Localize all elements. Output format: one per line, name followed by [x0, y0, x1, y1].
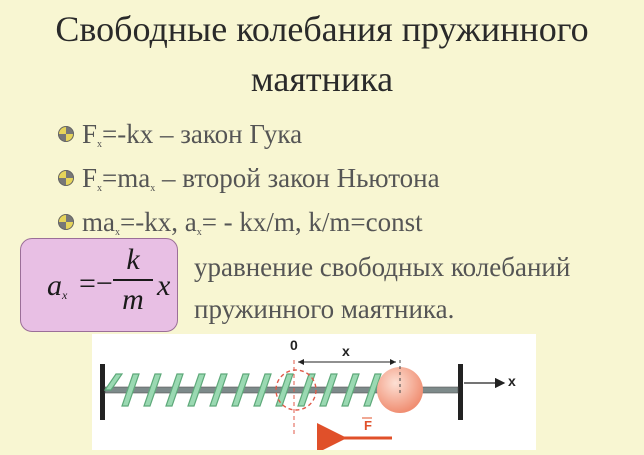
bullet-text: Fx=-kx – закон Гука — [82, 118, 303, 150]
bullet-text: Fx=max – второй закон Ньютона — [82, 162, 440, 194]
slide-title: Свободные колебания пружинного маятника — [0, 4, 644, 104]
zero-label: 0 — [290, 337, 298, 353]
equation-box: ax =− k m x — [20, 238, 178, 332]
spring — [103, 373, 382, 407]
formula-fraction: k m — [113, 243, 153, 317]
formula-numerator: k — [126, 243, 140, 276]
axis-label: x — [508, 373, 516, 389]
bullet-newton-law: Fx=max – второй закон Ньютона — [58, 156, 440, 200]
spring-pendulum-diagram: 0 x x F — [92, 334, 536, 453]
diagram-svg: 0 x x F — [100, 337, 516, 453]
right-wall — [458, 364, 463, 420]
formula-x: x — [157, 269, 171, 302]
bullet-icon — [58, 170, 74, 186]
formula-a: ax — [47, 269, 68, 302]
fraction-bar — [113, 279, 153, 281]
equation-description: уравнение свободных колебаний пружинного… — [194, 246, 570, 330]
bullet-derivation: max=-kx, ax= - kx/m, k/m=const — [58, 200, 440, 244]
bullet-text: max=-kx, ax= - kx/m, k/m=const — [82, 206, 423, 238]
bullet-icon — [58, 126, 74, 142]
bullet-icon — [58, 214, 74, 230]
equilibrium-position — [275, 369, 317, 411]
displacement-label: x — [342, 343, 350, 359]
description-line-1: уравнение свободных колебаний — [194, 252, 571, 282]
title-line-1: Свободные колебания пружинного — [55, 9, 589, 49]
title-line-2: маятника — [250, 59, 394, 99]
left-wall — [100, 364, 105, 420]
formula-equals: =− — [79, 267, 113, 300]
formula-denominator: m — [122, 283, 144, 316]
force-label: F — [364, 418, 372, 433]
bullet-list: Fx=-kx – закон Гука Fx=max – второй зако… — [58, 112, 440, 244]
description-line-2: пружинного маятника. — [194, 294, 455, 324]
bullet-hooke-law: Fx=-kx – закон Гука — [58, 112, 440, 156]
